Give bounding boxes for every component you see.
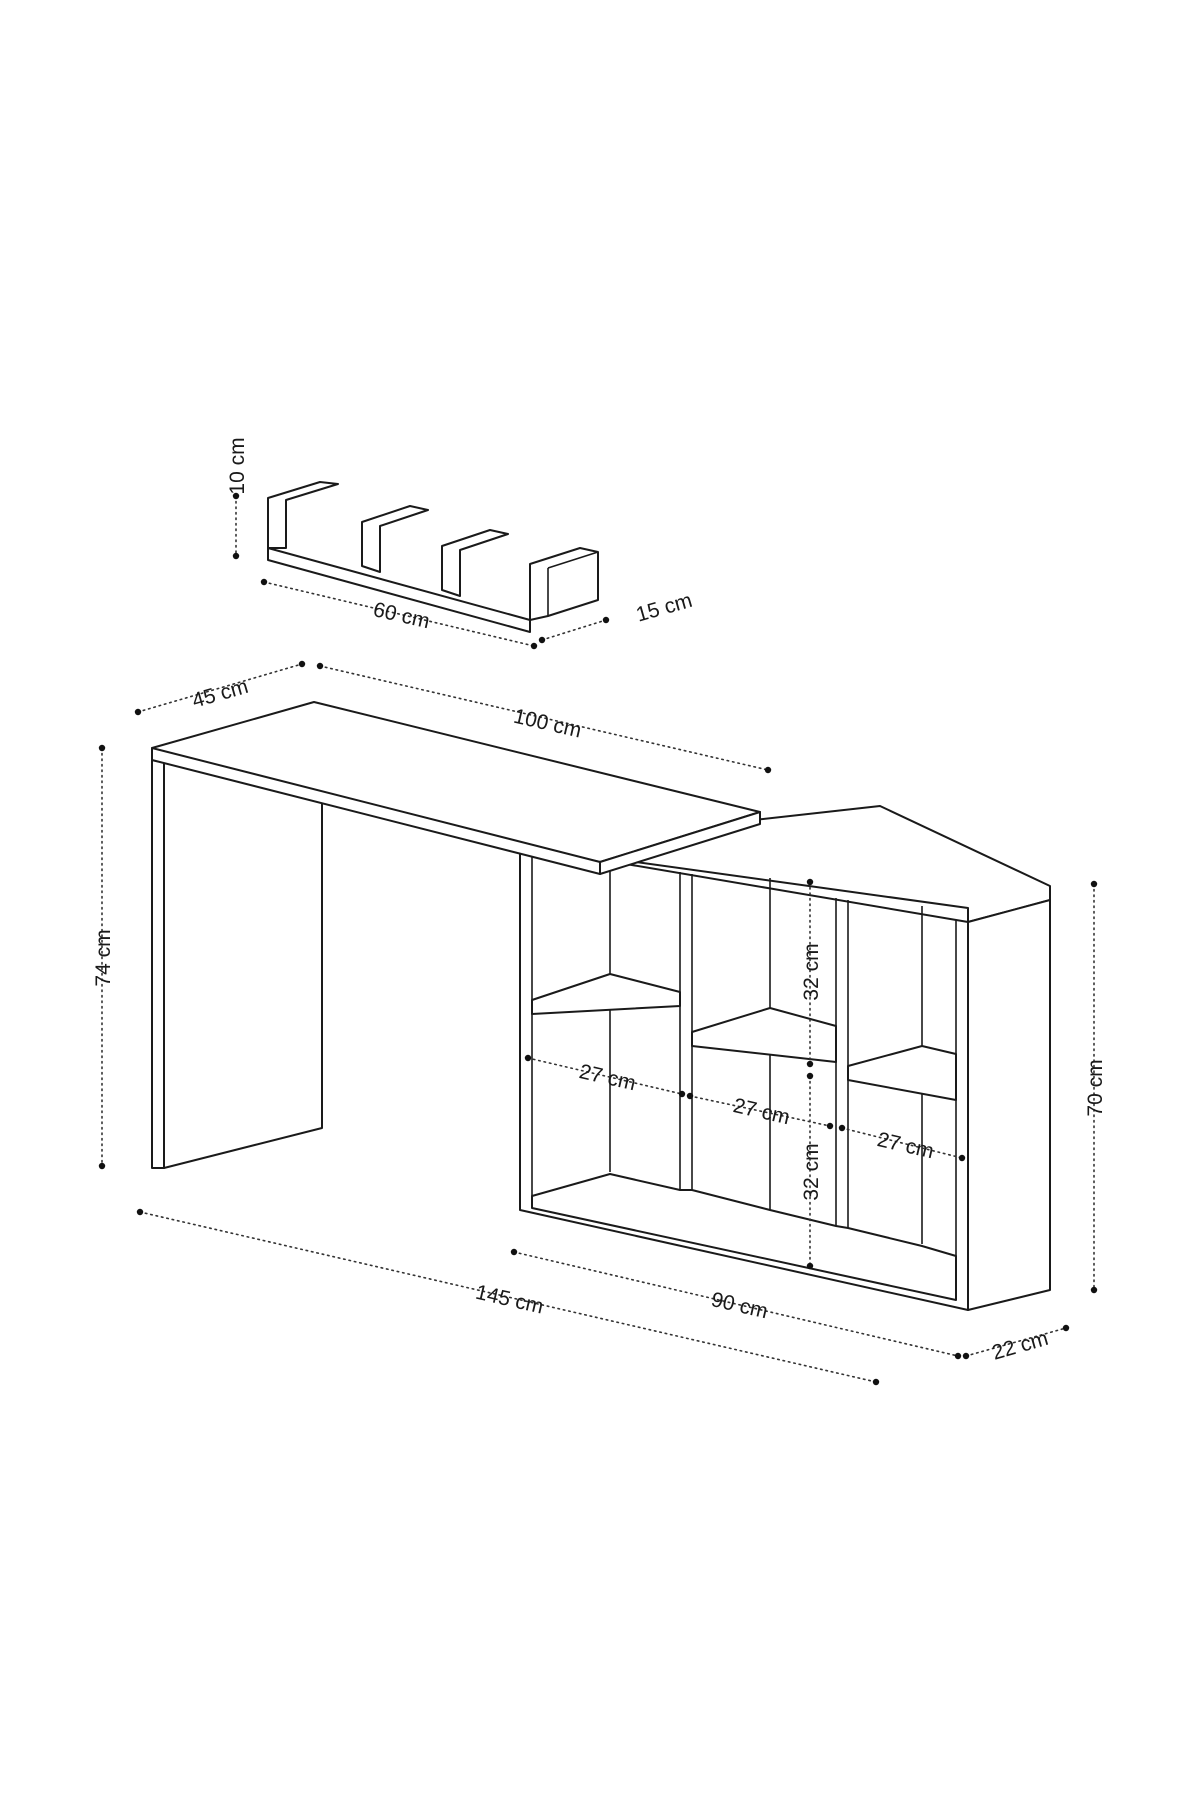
label-cabinet-depth: 22 cm [990,1327,1051,1365]
cabinet-bottom [531,1173,957,1301]
cabinet-right-side [967,899,1051,1311]
shelf-bottom-board [267,547,531,633]
cabinet-shelf-right [847,1045,957,1101]
desk-top-side-edge [599,811,761,875]
label-desk-top-width: 100 cm [511,705,583,743]
label-compartment-height-lower: 32 cm [800,1143,823,1200]
corner-desk [151,701,1051,1311]
cabinet-shelf-left [531,973,681,1015]
shelf-divider-1 [361,505,429,573]
desk-leg-side-panel [163,759,323,1169]
label-desk-depth: 45 cm [190,675,251,713]
dimension-lines [98,492,1098,1386]
wall-shelf [267,481,599,633]
shelf-right-panel [529,547,599,621]
shelf-left-panel [267,481,339,549]
label-cabinet-height: 70 cm [1084,1059,1107,1116]
label-shelf-depth: 15 cm [634,589,695,627]
shelf-divider-2 [441,529,509,597]
label-overall-width: 145 cm [473,1281,545,1319]
label-shelf-height: 10 cm [226,437,249,494]
cabinet-shelf-middle [691,1007,837,1063]
desk-left-leg [151,759,165,1169]
label-compartment-height-upper: 32 cm [800,943,823,1000]
label-desk-height: 74 cm [92,929,115,986]
label-cabinet-width: 90 cm [709,1288,770,1323]
